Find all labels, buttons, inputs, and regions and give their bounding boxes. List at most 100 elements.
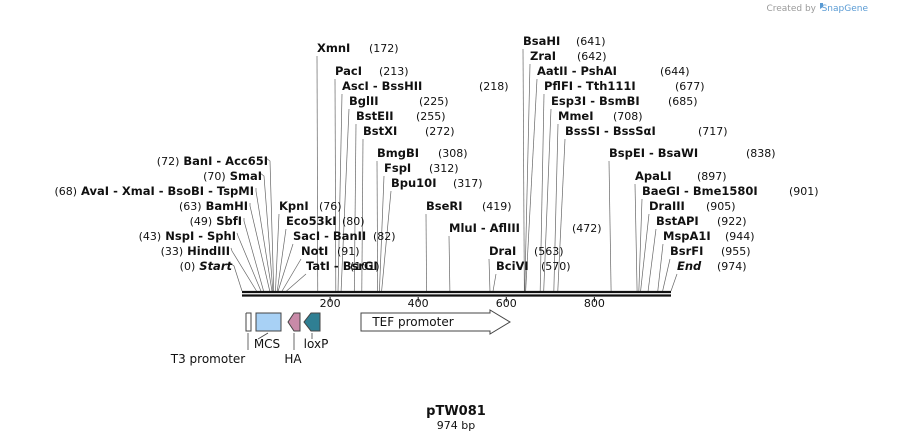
enzyme-separator: - — [330, 259, 343, 273]
enzyme-site[interactable]: (68) AvaI - XmaI - BsoBI - TspMI — [54, 184, 254, 198]
feature-tef-promoter[interactable]: TEF promoter — [360, 309, 511, 335]
enzyme-site[interactable]: BseRI(419) — [426, 199, 512, 213]
enzyme-position: (272) — [425, 125, 455, 138]
enzyme-labels: (0) Start(33) HindIII(43) NspI - SphI(49… — [54, 34, 818, 273]
enzyme-name: TatI — [306, 259, 330, 273]
enzyme-position: (255) — [416, 110, 446, 123]
enzyme-site[interactable]: BssSI - BssSαI(717) — [565, 124, 728, 138]
enzyme-site[interactable]: XmnI(172) — [317, 41, 399, 55]
svg-text:MCS: MCS — [254, 337, 280, 351]
enzyme-name: AatII — [537, 64, 568, 78]
svg-text:BaeGI - Bme1580I: BaeGI - Bme1580I — [642, 184, 758, 198]
enzyme-site[interactable]: BstEII (255) — [356, 109, 446, 123]
enzyme-site[interactable]: ZraI(642) — [530, 49, 607, 63]
enzyme-name: BsoBI — [168, 184, 205, 198]
enzyme-site[interactable]: (70) SmaI — [203, 169, 262, 183]
enzyme-position: (76) — [319, 200, 342, 213]
feature-t3-promoter[interactable]: T3 promoter — [170, 312, 252, 366]
enzyme-site[interactable]: BglII(225) — [349, 94, 449, 108]
map-length: 974 bp — [437, 419, 475, 432]
enzyme-separator: - — [320, 229, 333, 243]
enzyme-leader-line — [662, 258, 671, 292]
enzyme-leader-line — [425, 213, 427, 292]
enzyme-leader-line — [543, 108, 552, 292]
enzyme-site[interactable]: Eco53kI(80) — [286, 214, 365, 228]
svg-text:BspEI - BsaWI: BspEI - BsaWI — [609, 146, 698, 160]
enzyme-position: (641) — [576, 35, 606, 48]
feature-loxp[interactable]: loxP — [303, 312, 329, 351]
enzyme-separator: - — [369, 79, 382, 93]
enzyme-site[interactable]: (43) NspI - SphI — [139, 229, 236, 243]
enzyme-site[interactable]: MluI - AflIII (472) — [449, 221, 602, 235]
enzyme-site[interactable]: BstAPI(922) — [656, 214, 747, 228]
svg-text:MluI - AflIII: MluI - AflIII — [449, 221, 520, 235]
enzyme-name: ApaLI — [635, 169, 672, 183]
enzyme-leader-line — [259, 172, 274, 292]
enzyme-site[interactable]: NotI(91) — [301, 244, 360, 258]
enzyme-separator: - — [586, 94, 599, 108]
enzyme-site[interactable]: (33) HindIII — [161, 244, 230, 258]
enzyme-name: ZraI — [530, 49, 556, 63]
enzyme-site[interactable]: TatI - BsrGI(101) — [306, 259, 380, 273]
enzyme-leader-line — [337, 93, 343, 292]
enzyme-site[interactable]: BsaHI(641) — [523, 34, 606, 48]
enzyme-leader-line — [265, 157, 275, 292]
enzyme-name: BglII — [349, 94, 379, 108]
enzyme-separator: - — [573, 79, 586, 93]
enzyme-site[interactable]: AscI - BssHII(218) — [342, 79, 509, 93]
enzyme-site[interactable]: BmgBI(308) — [377, 146, 468, 160]
enzyme-site[interactable]: KpnI (76) — [279, 199, 342, 213]
enzyme-site[interactable]: PflFI - Tth111I(677) — [544, 79, 705, 93]
svg-text:MspA1I: MspA1I — [663, 229, 711, 243]
enzyme-site[interactable]: Bpu10I(317) — [391, 176, 483, 190]
snapgene-icon — [820, 3, 823, 9]
ruler-tick-label: 800 — [584, 297, 605, 310]
enzyme-site[interactable]: (49) SbfI — [190, 214, 242, 228]
enzyme-name: SbfI — [216, 214, 242, 228]
enzyme-site[interactable]: SacI - BanII(82) — [293, 229, 396, 243]
enzyme-position: (419) — [482, 200, 512, 213]
ruler-tick-label: 200 — [320, 297, 341, 310]
feature-ha[interactable]: HA — [284, 312, 302, 366]
enzyme-site[interactable]: BaeGI - Bme1580I(901) — [642, 184, 819, 198]
enzyme-leader-line — [249, 203, 271, 292]
enzyme-separator: - — [194, 229, 207, 243]
enzyme-name: BstEII — [356, 109, 394, 123]
enzyme-name: AflIII — [490, 221, 520, 235]
enzyme-site[interactable]: MmeI(708) — [558, 109, 643, 123]
enzyme-separator: - — [477, 221, 490, 235]
svg-text:T3 promoter: T3 promoter — [170, 352, 246, 366]
enzyme-site[interactable]: BstXI(272) — [363, 124, 455, 138]
enzyme-site[interactable]: (63) BamHI — [179, 199, 248, 213]
svg-text:KpnI: KpnI — [279, 199, 309, 213]
svg-text:loxP: loxP — [304, 337, 329, 351]
enzyme-site[interactable]: (72) BanI - Acc65I — [157, 154, 268, 168]
enzyme-site[interactable]: PacI(213) — [335, 64, 409, 78]
enzyme-name: NspI — [165, 229, 194, 243]
enzyme-name: PshAI — [581, 64, 617, 78]
enzyme-site[interactable]: BspEI - BsaWI(838) — [609, 146, 776, 160]
svg-text:BssSI - BssSαI: BssSI - BssSαI — [565, 124, 656, 138]
enzyme-name: BciVI — [496, 259, 529, 273]
enzyme-name: Tth111I — [586, 79, 636, 93]
enzyme-leader-line — [376, 160, 379, 292]
svg-text:End: End — [677, 259, 702, 273]
enzyme-site[interactable]: MspA1I(944) — [663, 229, 755, 243]
ruler-tick-label: 600 — [496, 297, 517, 310]
feature-mcs[interactable]: MCS — [254, 312, 282, 351]
enzyme-site[interactable]: BciVI(570) — [496, 259, 571, 273]
enzyme-leader-line — [286, 273, 307, 292]
enzyme-site[interactable]: BsrFI(955) — [670, 244, 751, 258]
enzyme-site[interactable]: (0) Start — [180, 259, 233, 273]
enzyme-site[interactable]: AatII - PshAI(644) — [537, 64, 690, 78]
enzyme-name: AscI — [342, 79, 369, 93]
enzyme-site[interactable]: FspI(312) — [384, 161, 459, 175]
enzyme-site[interactable]: DraIII(905) — [649, 199, 736, 213]
enzyme-position: (472) — [572, 222, 602, 235]
enzyme-site[interactable]: End(974) — [677, 259, 747, 273]
enzyme-site[interactable]: Esp3I - BsmBI(685) — [551, 94, 698, 108]
enzyme-position: (308) — [438, 147, 468, 160]
enzyme-site[interactable]: ApaLI(897) — [635, 169, 727, 183]
enzyme-site[interactable]: DraI(563) — [489, 244, 564, 258]
